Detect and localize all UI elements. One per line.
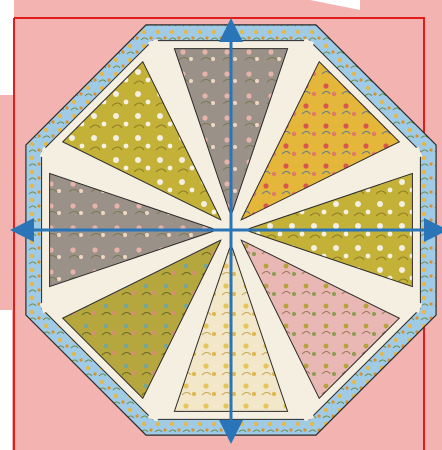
corner-gap-top-left bbox=[0, 0, 14, 95]
corner-gap-bottom-left bbox=[0, 310, 12, 450]
